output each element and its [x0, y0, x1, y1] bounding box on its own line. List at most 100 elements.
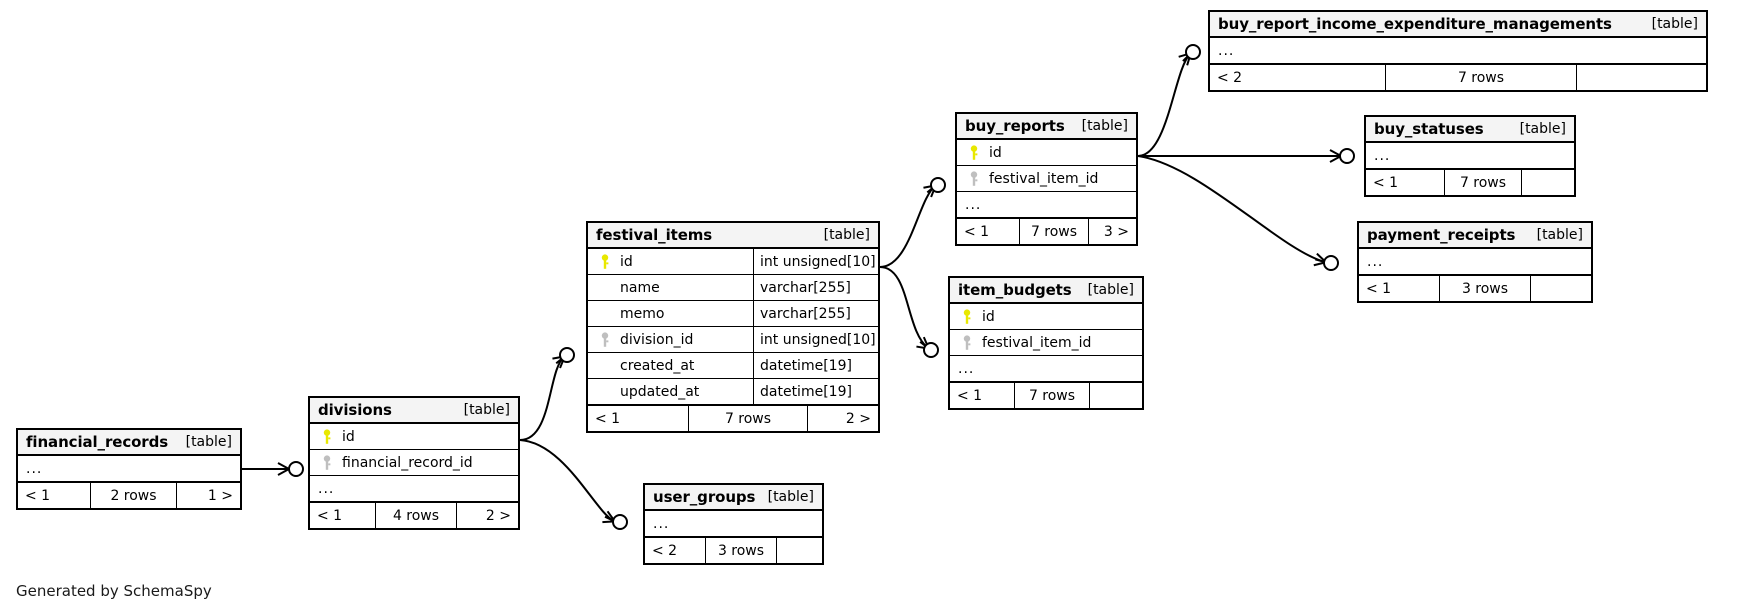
- table-title: user_groups: [653, 488, 756, 506]
- table-column-row: festival_item_id: [950, 330, 1142, 356]
- footer-row-count: 3 rows: [705, 538, 777, 563]
- column-type-cell: datetime[19]: [753, 353, 878, 378]
- footer-row-count: 4 rows: [375, 503, 457, 528]
- table-title: buy_report_income_expenditure_management…: [1218, 15, 1612, 33]
- footer-incoming-count: < 2: [652, 542, 678, 559]
- column-name-cell: updated_at: [588, 379, 753, 404]
- table-more-columns-ellipsis: ...: [645, 511, 822, 537]
- footer-incoming-count: < 2: [1217, 69, 1243, 86]
- table-header-item_budgets: item_budgets [table]: [950, 278, 1142, 304]
- edge-buy-reports-to-income-expenditure: [1137, 44, 1201, 157]
- table-node-divisions[interactable]: divisions [table] id financial_record_id...…: [308, 396, 520, 530]
- column-name-label: financial_record_id: [342, 454, 473, 471]
- table-title: buy_statuses: [1374, 120, 1484, 138]
- footer-outgoing-count: 2 >: [845, 410, 871, 427]
- table-kind-label: [table]: [767, 489, 814, 505]
- table-kind-label: [table]: [1651, 16, 1698, 32]
- footer-outgoing-count: [1531, 276, 1591, 301]
- table-header-financial_records: financial_records[table]: [18, 430, 240, 456]
- table-footer-buy_report_income_expenditure_managements: < 2 7 rows: [1210, 64, 1706, 90]
- table-more-columns-ellipsis: ...: [310, 476, 518, 502]
- column-name-cell: festival_item_id: [957, 166, 1136, 191]
- table-kind-label: [table]: [463, 402, 510, 418]
- foreign-key-icon: [958, 334, 976, 351]
- table-node-buy_report_income_expenditure_managements[interactable]: buy_report_income_expenditure_management…: [1208, 10, 1708, 92]
- schemaspy-credit: Generated by SchemaSpy: [16, 582, 212, 600]
- column-name-cell: festival_item_id: [950, 330, 1142, 355]
- table-more-columns-ellipsis: ...: [957, 192, 1136, 218]
- edge-festival-items-to-buy-reports: [879, 177, 946, 268]
- footer-incoming-count: < 1: [595, 410, 621, 427]
- footer-outgoing-count: [777, 538, 822, 563]
- table-title: divisions: [318, 401, 392, 419]
- table-footer-user_groups: < 2 3 rows: [645, 537, 822, 563]
- foreign-key-icon: [318, 454, 336, 471]
- table-column-row: id: [310, 424, 518, 450]
- foreign-key-icon: [965, 170, 983, 187]
- column-type-cell: int unsigned[10]: [753, 327, 878, 352]
- footer-outgoing-count: [1522, 170, 1574, 195]
- table-kind-label: [table]: [1087, 282, 1134, 298]
- column-name-label: updated_at: [620, 383, 700, 400]
- column-name-cell: id: [950, 304, 1142, 329]
- column-name-cell: id: [588, 249, 753, 274]
- table-node-user_groups[interactable]: user_groups [table]... < 2 3 rows: [643, 483, 824, 565]
- primary-key-icon: [318, 428, 336, 445]
- column-type-cell: int unsigned[10]: [753, 249, 878, 274]
- footer-row-count: 7 rows: [688, 406, 808, 431]
- table-column-row: id: [950, 304, 1142, 330]
- table-more-columns-ellipsis: ...: [1366, 143, 1574, 169]
- footer-row-count: 7 rows: [1444, 170, 1522, 195]
- edge-festival-items-to-item-budgets: [879, 266, 939, 358]
- column-type-cell: varchar[255]: [753, 301, 878, 326]
- table-title: item_budgets: [958, 281, 1072, 299]
- column-type-cell: datetime[19]: [753, 379, 878, 404]
- table-more-columns-ellipsis: ...: [1210, 38, 1706, 64]
- column-name-cell: created_at: [588, 353, 753, 378]
- table-header-festival_items: festival_items[table]: [588, 223, 878, 249]
- table-header-payment_receipts: payment_receipts[table]: [1359, 223, 1591, 249]
- footer-row-count: 2 rows: [90, 483, 177, 508]
- column-name-label: id: [982, 308, 995, 325]
- column-name-label: id: [342, 428, 355, 445]
- column-name-label: id: [989, 144, 1002, 161]
- table-more-columns-ellipsis: ...: [950, 356, 1142, 382]
- table-kind-label: [table]: [1536, 227, 1583, 243]
- foreign-key-icon: [596, 331, 614, 348]
- edge-buy-reports-to-payment-receipts: [1137, 155, 1339, 271]
- table-kind-label: [table]: [185, 434, 232, 450]
- column-type-cell: varchar[255]: [753, 275, 878, 300]
- edge-financial-records-to-divisions: [242, 461, 304, 477]
- table-more-columns-ellipsis: ...: [1359, 249, 1591, 275]
- column-name-cell: memo: [588, 301, 753, 326]
- table-column-row: financial_record_id: [310, 450, 518, 476]
- footer-row-count: 7 rows: [1385, 65, 1577, 90]
- column-name-cell: id: [957, 140, 1136, 165]
- table-header-divisions: divisions [table]: [310, 398, 518, 424]
- edge-divisions-to-user-groups: [519, 439, 628, 530]
- primary-key-icon: [958, 308, 976, 325]
- table-column-row: updated_at datetime[19]: [588, 379, 878, 405]
- table-node-item_budgets[interactable]: item_budgets [table] id festival_item_id...…: [948, 276, 1144, 410]
- table-footer-festival_items: < 1 7 rows 2 >: [588, 405, 878, 431]
- table-header-user_groups: user_groups [table]: [645, 485, 822, 511]
- table-header-buy_statuses: buy_statuses [table]: [1366, 117, 1574, 143]
- table-kind-label: [table]: [1519, 121, 1566, 137]
- footer-incoming-count: < 1: [25, 487, 51, 504]
